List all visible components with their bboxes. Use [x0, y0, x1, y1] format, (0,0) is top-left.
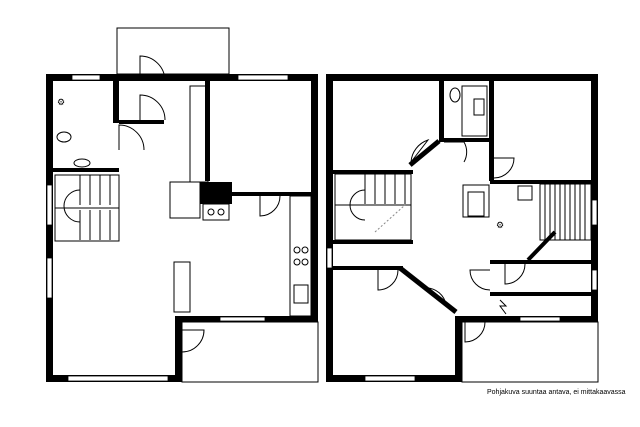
door	[469, 269, 491, 291]
window	[71, 74, 101, 81]
staircase	[54, 174, 120, 242]
sink	[473, 98, 485, 116]
kitchen-counter	[289, 195, 312, 317]
door	[493, 157, 515, 179]
door	[139, 94, 166, 121]
door	[139, 55, 166, 82]
window	[46, 184, 53, 226]
door	[181, 329, 205, 353]
door	[425, 287, 447, 307]
door	[504, 263, 526, 285]
window	[519, 316, 561, 322]
balcony	[116, 27, 230, 75]
door	[118, 124, 145, 151]
door	[464, 321, 486, 343]
sauna	[517, 183, 592, 241]
staircase	[334, 173, 412, 241]
washer-icon: ⚙	[57, 97, 65, 107]
upper-floor-plan: ⚙	[326, 74, 599, 383]
toilet	[56, 131, 72, 143]
window	[46, 257, 53, 299]
window	[591, 269, 598, 291]
door	[444, 141, 468, 163]
window	[237, 74, 289, 81]
door	[410, 139, 430, 163]
door	[377, 269, 399, 291]
balcony	[461, 321, 599, 383]
washer-icon: ⚙	[496, 220, 504, 230]
toilet	[449, 87, 461, 103]
window	[326, 247, 333, 269]
window	[67, 375, 169, 382]
door	[259, 195, 281, 217]
disclaimer-caption: Pohjakuva suuntaa antava, ei mittakaavas…	[487, 389, 626, 396]
island	[173, 261, 191, 313]
electric-icon	[499, 299, 508, 315]
ground-floor-plan: ⚙	[46, 27, 319, 383]
window	[219, 316, 266, 322]
terrace	[181, 321, 319, 383]
sink	[73, 158, 91, 168]
window	[364, 375, 416, 382]
window	[591, 199, 598, 226]
